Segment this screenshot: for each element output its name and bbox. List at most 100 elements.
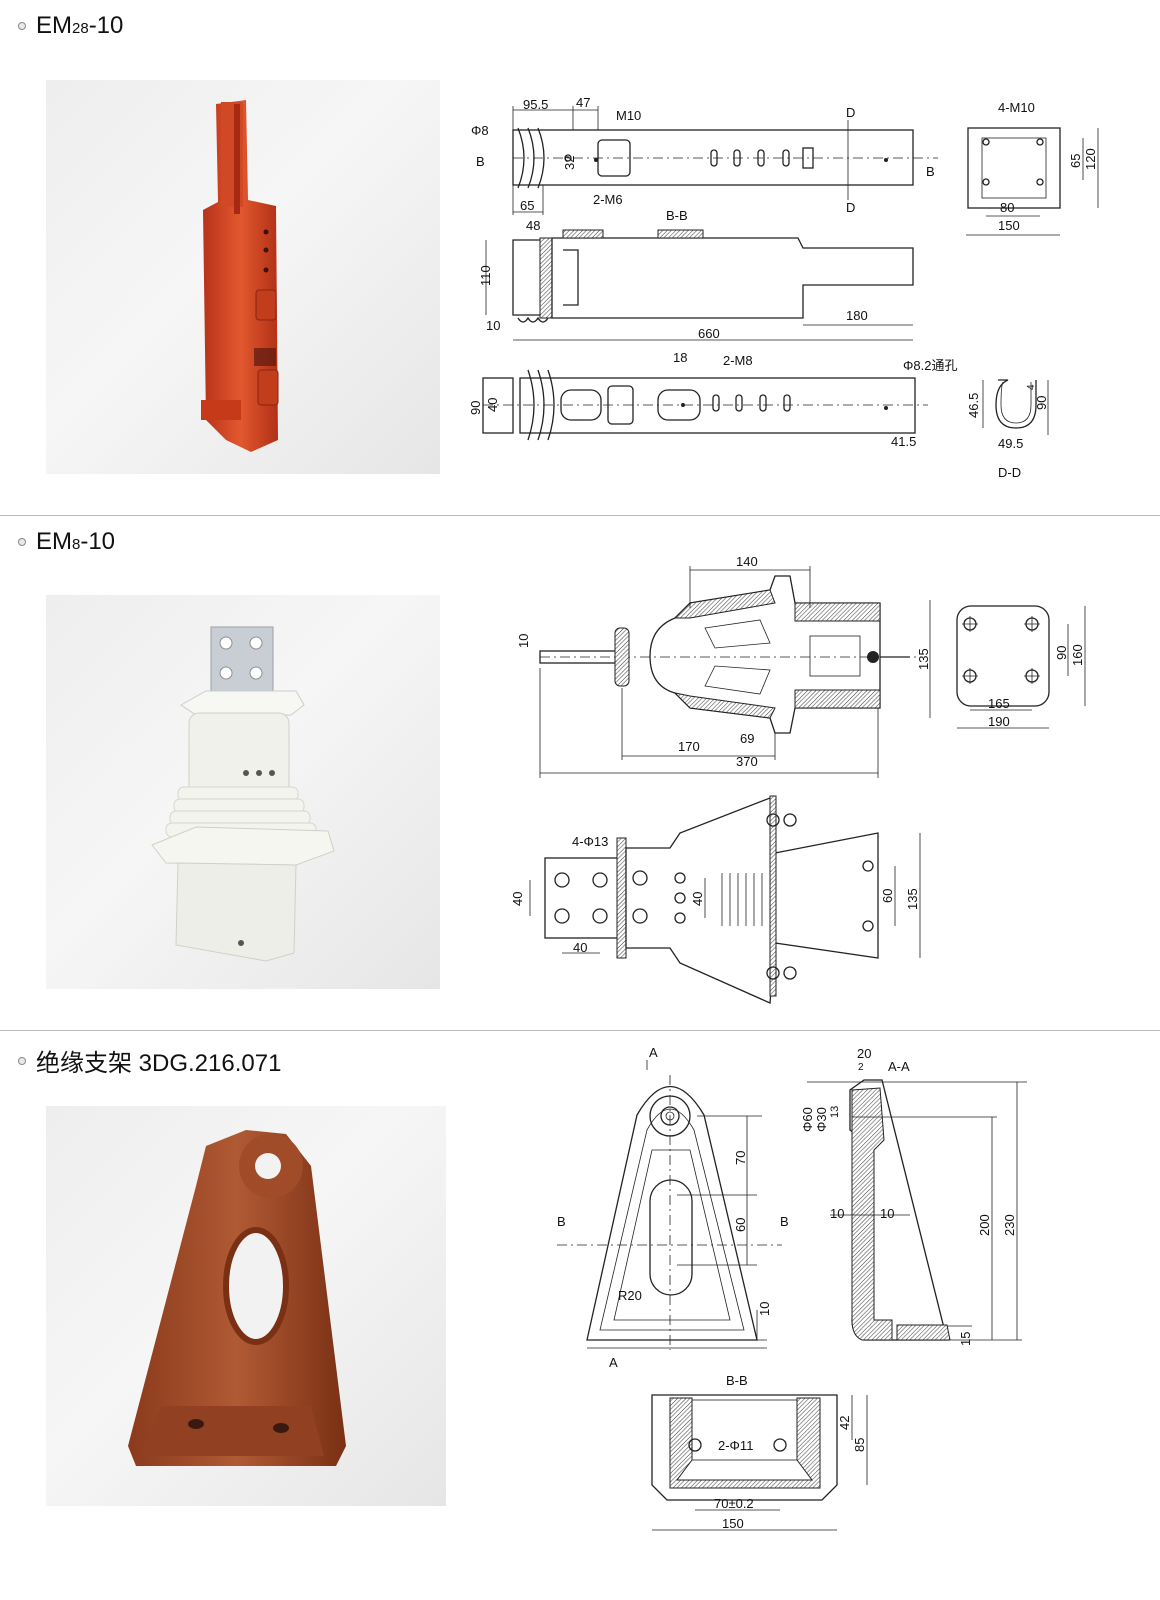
dim-r20: R20 xyxy=(618,1288,642,1303)
title-suffix: -10 xyxy=(88,12,124,39)
em28-technical-drawing: 95.5 47 Φ8 M10 B B 32 65 2-M6 D D 4-M10 … xyxy=(468,95,1099,480)
dim-150: 150 xyxy=(722,1516,744,1531)
drawing-support: A A B B 70 60 R20 10 20 2 A-A Φ60 Φ30 13… xyxy=(552,1040,1052,1560)
dim-15: 15 xyxy=(958,1332,973,1346)
dim-200: 200 xyxy=(977,1214,992,1236)
dim-40-left: 40 xyxy=(510,892,525,906)
title-sub: 8 xyxy=(72,536,81,553)
support-technical-drawing: A A B B 70 60 R20 10 20 2 A-A Φ60 Φ30 13… xyxy=(557,1045,1027,1531)
dim-90: 90 xyxy=(1054,646,1069,660)
dim-phi8-2-hole: Φ8.2通孔 xyxy=(903,358,957,373)
title-main: EM xyxy=(36,528,72,555)
dim-4-m10: 4-M10 xyxy=(998,100,1035,115)
dim-40: 40 xyxy=(485,398,500,412)
label-b-left: B xyxy=(476,154,485,169)
label-b-b: B-B xyxy=(726,1373,748,1388)
bullet-icon xyxy=(18,22,26,30)
dim-20: 20 xyxy=(857,1046,871,1061)
dim-70-tolerance: 70±0.2 xyxy=(714,1496,754,1511)
dim-47: 47 xyxy=(576,95,590,110)
dim-10: 10 xyxy=(486,318,500,333)
photo-insulating-support xyxy=(46,1106,446,1506)
title-main: EM xyxy=(36,12,72,39)
label-b-right: B xyxy=(780,1214,789,1229)
bullet-icon xyxy=(18,1056,26,1065)
section-title-em28: EM28-10 xyxy=(18,12,123,40)
dim-165: 165 xyxy=(988,696,1010,711)
brown-support-image xyxy=(128,1130,346,1466)
label-a-a: A-A xyxy=(888,1059,910,1074)
label-a-top: A xyxy=(649,1045,658,1060)
dim-49-5: 49.5 xyxy=(998,436,1023,451)
label-d-bottom: D xyxy=(846,200,855,215)
dim-140: 140 xyxy=(736,554,758,569)
label-b-b: B-B xyxy=(666,208,688,223)
dim-4-phi13: 4-Φ13 xyxy=(572,834,608,849)
drawing-em28: 95.5 47 Φ8 M10 B B 32 65 2-M6 D D 4-M10 … xyxy=(468,90,1108,490)
dim-2-m8: 2-M8 xyxy=(723,353,753,368)
dim-2: 2 xyxy=(858,1062,864,1073)
photo-em8-contact-box xyxy=(46,595,440,989)
label-b-left: B xyxy=(557,1214,566,1229)
dim-160: 160 xyxy=(1070,644,1085,666)
photo-em28-bushing xyxy=(46,80,440,474)
dim-370: 370 xyxy=(736,754,758,769)
dim-69: 69 xyxy=(740,731,754,746)
dim-60: 60 xyxy=(880,889,895,903)
dim-41-5: 41.5 xyxy=(891,434,916,449)
dim-46-5: 46.5 xyxy=(966,393,981,418)
label-d-d: D-D xyxy=(998,465,1021,480)
em8-technical-drawing: 140 10 135 170 69 370 165 190 90 160 xyxy=(510,554,1086,1004)
dim-170: 170 xyxy=(678,739,700,754)
dim-m10: M10 xyxy=(616,108,641,123)
dim-18: 18 xyxy=(673,350,687,365)
dim-80: 80 xyxy=(1000,200,1014,215)
title-suffix: -10 xyxy=(80,528,116,555)
white-contact-box-image xyxy=(151,626,335,962)
dim-190: 190 xyxy=(988,714,1010,729)
dim-10-left: 10 xyxy=(830,1206,844,1221)
dim-95-5: 95.5 xyxy=(523,97,548,112)
dim-65: 65 xyxy=(520,198,534,213)
dim-110: 110 xyxy=(478,265,493,286)
dim-180: 180 xyxy=(846,308,868,323)
divider-2 xyxy=(0,1030,1160,1031)
dim-10: 10 xyxy=(757,1302,772,1316)
dim-60: 60 xyxy=(733,1218,748,1232)
dim-13: 13 xyxy=(829,1106,841,1118)
dim-65b: 65 xyxy=(1068,154,1083,168)
dim-40-bottom: 40 xyxy=(573,940,587,955)
dim-phi8: Φ8 xyxy=(471,123,489,138)
dim-phi60: Φ60 xyxy=(800,1107,815,1132)
dim-90: 90 xyxy=(468,401,483,415)
bullet-icon xyxy=(18,538,26,546)
dim-150: 150 xyxy=(998,218,1020,233)
dim-660: 660 xyxy=(698,326,720,341)
drawing-em8: 140 10 135 170 69 370 165 190 90 160 xyxy=(500,548,1120,1008)
title-main: 绝缘支架 3DG.216.071 xyxy=(36,1050,282,1077)
dim-10-right: 10 xyxy=(880,1206,894,1221)
dim-135: 135 xyxy=(916,648,931,670)
dim-2-phi11: 2-Φ11 xyxy=(718,1438,753,1453)
divider-1 xyxy=(0,515,1160,516)
title-sub: 28 xyxy=(72,20,89,37)
dim-230: 230 xyxy=(1002,1214,1017,1236)
dim-42: 42 xyxy=(837,1416,852,1430)
label-b-right: B xyxy=(926,164,935,179)
dim-phi30: Φ30 xyxy=(814,1107,829,1132)
dim-120: 120 xyxy=(1083,148,1098,170)
label-d-top: D xyxy=(846,105,855,120)
dim-48: 48 xyxy=(526,218,540,233)
dim-85: 85 xyxy=(852,1438,867,1452)
dim-10: 10 xyxy=(516,634,531,648)
section-title-support: 绝缘支架 3DG.216.071 xyxy=(18,1043,281,1078)
dim-70: 70 xyxy=(733,1151,748,1165)
dim-40-center: 40 xyxy=(690,892,705,906)
dim-90b: 90 xyxy=(1034,396,1049,410)
dim-135b: 135 xyxy=(905,888,920,910)
red-bushing-image xyxy=(201,100,279,452)
section-title-em8: EM8-10 xyxy=(18,528,115,556)
label-a-bottom: A xyxy=(609,1355,618,1370)
dim-32: 32 xyxy=(562,156,577,170)
dim-2-m6: 2-M6 xyxy=(593,192,623,207)
